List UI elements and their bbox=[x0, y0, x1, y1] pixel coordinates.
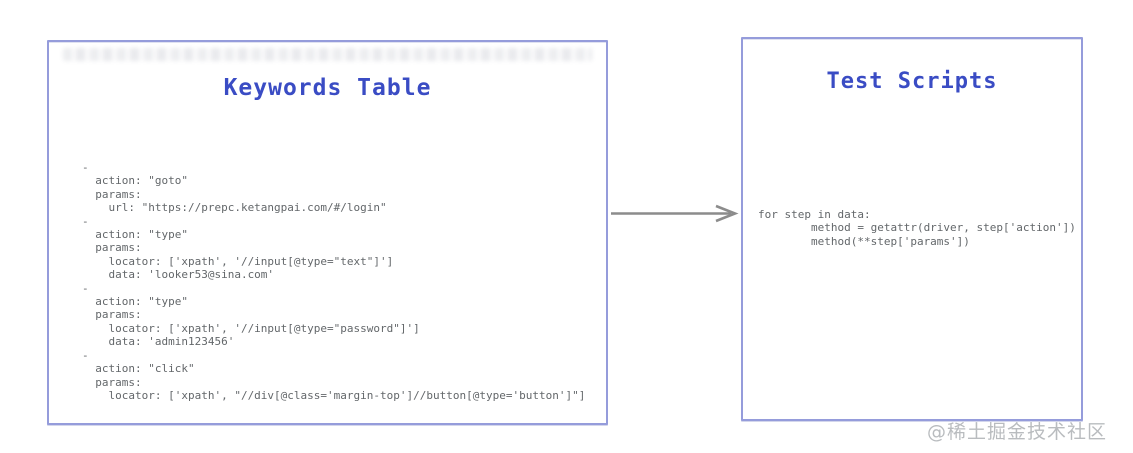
test-scripts-title: Test Scripts bbox=[826, 69, 998, 94]
blurred-text-strip bbox=[63, 48, 592, 61]
keywords-table-title: Keywords Table bbox=[223, 75, 432, 101]
python-script-code: for step in data: method = getattr(drive… bbox=[758, 208, 1076, 248]
yaml-keywords-code: - action: "goto" params: url: "https://p… bbox=[82, 161, 586, 402]
watermark-text: @稀土掘金技术社区 bbox=[926, 421, 1107, 443]
keywords-table-panel: Keywords Table - action: "goto" params: … bbox=[47, 40, 608, 425]
test-scripts-panel: Test Scripts for step in data: method = … bbox=[741, 37, 1083, 421]
flow-arrow-icon bbox=[611, 204, 739, 223]
